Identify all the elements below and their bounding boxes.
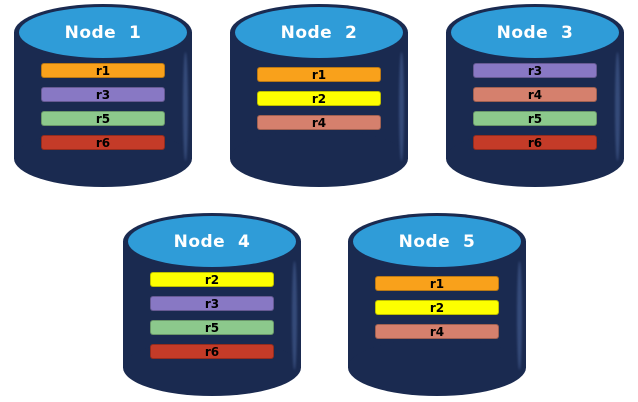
database-node-4: Node 4 r2 r3 r5 r6 [123, 213, 301, 396]
replica-label: r3 [527, 63, 543, 78]
replica-bar-r1: r1 [257, 67, 381, 82]
replica-bar-r3: r3 [41, 87, 165, 102]
replica-label: r2 [429, 300, 445, 315]
replica-label: r4 [429, 324, 445, 339]
node-title: Node 5 [398, 232, 476, 252]
replica-bar-r6: r6 [473, 135, 597, 150]
replica-bar-r5: r5 [41, 111, 165, 126]
replica-bar-r5: r5 [473, 111, 597, 126]
replica-label: r5 [204, 320, 220, 335]
replica-label: r2 [311, 91, 327, 106]
replica-label: r1 [429, 276, 445, 291]
replica-label: r4 [527, 87, 543, 102]
replica-label: r1 [95, 63, 111, 78]
replica-bar-r3: r3 [150, 296, 274, 311]
replica-bar-r4: r4 [473, 87, 597, 102]
cylinder-bottom-ellipse [230, 130, 408, 187]
replica-bar-r6: r6 [41, 135, 165, 150]
replica-list: r3 r4 r5 r6 [446, 63, 624, 150]
cylinder-top-face [19, 7, 187, 58]
replica-list: r1 r3 r5 r6 [14, 63, 192, 150]
replica-bar-r4: r4 [257, 115, 381, 130]
replica-bar-r3: r3 [473, 63, 597, 78]
cylinder-top-face [353, 216, 521, 267]
cylinder-top-face [451, 7, 619, 58]
replica-label: r4 [311, 115, 327, 130]
database-node-2: Node 2 r1 r2 r4 [230, 4, 408, 187]
node-title: Node 3 [496, 23, 574, 43]
replica-label: r3 [204, 296, 220, 311]
cylinder-top-face [128, 216, 296, 267]
replica-label: r3 [95, 87, 111, 102]
replica-list: r1 r2 r4 [230, 67, 408, 130]
replica-bar-r1: r1 [41, 63, 165, 78]
database-node-1: Node 1 r1 r3 r5 r6 [14, 4, 192, 187]
replica-label: r6 [527, 135, 543, 150]
replica-bar-r1: r1 [375, 276, 499, 291]
replica-bar-r2: r2 [150, 272, 274, 287]
replica-bar-r6: r6 [150, 344, 274, 359]
node-title: Node 1 [64, 23, 142, 43]
node-title: Node 2 [280, 23, 358, 43]
cylinder-bottom-ellipse [348, 339, 526, 396]
replica-label: r6 [95, 135, 111, 150]
database-node-3: Node 3 r3 r4 r5 r6 [446, 4, 624, 187]
replica-bar-r2: r2 [375, 300, 499, 315]
replica-label: r5 [527, 111, 543, 126]
replica-label: r5 [95, 111, 111, 126]
replica-bar-r4: r4 [375, 324, 499, 339]
replica-label: r1 [311, 67, 327, 82]
cylinder-top-face [235, 7, 403, 58]
database-node-5: Node 5 r1 r2 r4 [348, 213, 526, 396]
replica-label: r6 [204, 344, 220, 359]
node-title: Node 4 [173, 232, 251, 252]
replica-bar-r2: r2 [257, 91, 381, 106]
replica-bar-r5: r5 [150, 320, 274, 335]
replica-list: r2 r3 r5 r6 [123, 272, 301, 359]
replica-label: r2 [204, 272, 220, 287]
replica-list: r1 r2 r4 [348, 276, 526, 339]
